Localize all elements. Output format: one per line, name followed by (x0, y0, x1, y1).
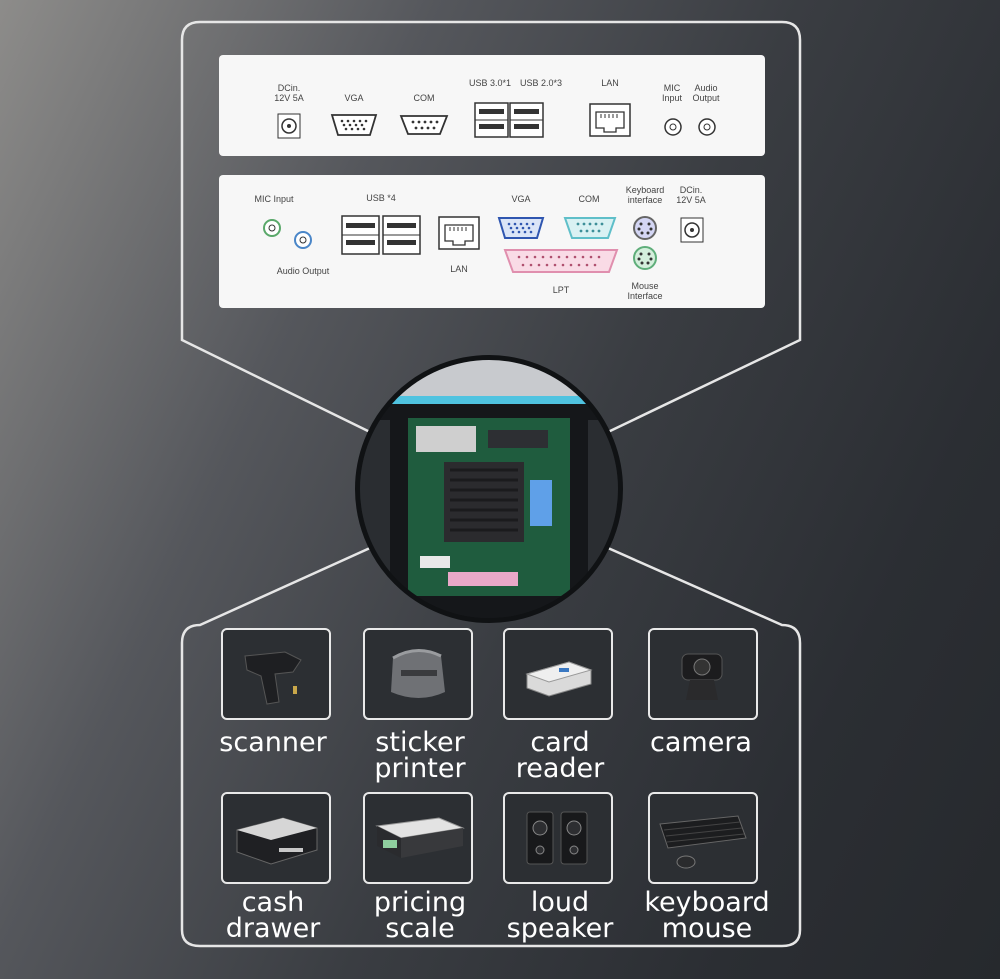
usb-port-group-1 (474, 102, 544, 138)
audio-label-1: Audio Output (692, 83, 720, 103)
com-label-2: COM (578, 194, 600, 204)
rear-io-panel-2: MIC Input Audio Output USB *4 LAN VGA CO… (219, 175, 765, 308)
peripheral-label-cash-drawer: cash drawer (225, 887, 321, 944)
peripheral-tile-keyboard-mouse (648, 792, 758, 884)
peripheral-tile-loud-speaker (503, 792, 613, 884)
vga-label: VGA (344, 93, 364, 103)
peripheral-label-loud-speaker: loud speaker (506, 887, 614, 944)
com-label: COM (413, 93, 435, 103)
lan-port-2 (438, 216, 480, 250)
dc-in-port-2 (680, 217, 704, 243)
lpt-port (503, 249, 619, 273)
peripheral-label-keyboard-mouse: keyboard mouse (644, 887, 770, 944)
vga-port-2 (497, 217, 545, 239)
cash-drawer-icon (236, 817, 318, 865)
dc-in-label-2: DCin. 12V 5A (676, 185, 706, 205)
audio-jack-1 (698, 118, 716, 136)
mic-jack-2 (263, 219, 281, 237)
mouse-ps2-port (633, 246, 657, 270)
lan-port-1 (589, 103, 631, 137)
keyboard-mouse-icon (659, 815, 747, 869)
pricing-scale-icon (375, 817, 465, 858)
mouse-label: Mouse Interface (627, 281, 663, 301)
keyboard-ps2-port (633, 216, 657, 240)
mic-label-1: MIC Input (661, 83, 683, 103)
motherboard-image (360, 360, 618, 618)
usb-port-group-2 (341, 215, 421, 255)
card-reader-icon (525, 661, 593, 697)
dc-in-port (277, 113, 301, 139)
audio-jack-2 (294, 231, 312, 249)
keyboard-label: Keyboard interface (625, 185, 665, 205)
peripheral-label-card-reader: card reader (515, 727, 605, 784)
vga-port (330, 114, 378, 136)
lan-label-2: LAN (450, 264, 468, 274)
com-port-2 (563, 217, 617, 239)
peripheral-label-sticker-printer: sticker printer (374, 727, 466, 784)
lpt-label: LPT (552, 285, 570, 295)
label-printer-icon (391, 649, 445, 698)
lan-label-1: LAN (601, 78, 619, 88)
peripheral-label-pricing-scale: pricing scale (373, 887, 467, 944)
speaker-icon (526, 811, 588, 865)
com-port (399, 115, 449, 135)
peripheral-tile-sticker-printer (363, 628, 473, 720)
mic-jack-1 (664, 118, 682, 136)
peripheral-label-scanner: scanner (219, 727, 327, 758)
peripheral-tile-camera (648, 628, 758, 720)
rear-io-panel-1: DCin. 12V 5A VGA COM USB 3.0*1 USB 2.0*3… (219, 55, 765, 156)
vga-label-2: VGA (511, 194, 531, 204)
peripheral-tile-cash-drawer (221, 792, 331, 884)
peripheral-tile-pricing-scale (363, 792, 473, 884)
webcam-icon (681, 653, 723, 700)
barcode-scanner-icon (244, 651, 302, 705)
peripheral-label-camera: camera (650, 727, 752, 758)
usb20-label: USB 2.0*3 (519, 78, 563, 88)
mic-label-2: MIC Input (254, 194, 294, 204)
peripheral-tile-scanner (221, 628, 331, 720)
peripheral-tile-card-reader (503, 628, 613, 720)
dc-in-label: DCin. 12V 5A (274, 83, 304, 103)
motherboard-magnifier (355, 355, 623, 623)
usb-label-2: USB *4 (366, 193, 396, 203)
usb30-label: USB 3.0*1 (468, 78, 512, 88)
audio-label-2: Audio Output (276, 266, 330, 276)
